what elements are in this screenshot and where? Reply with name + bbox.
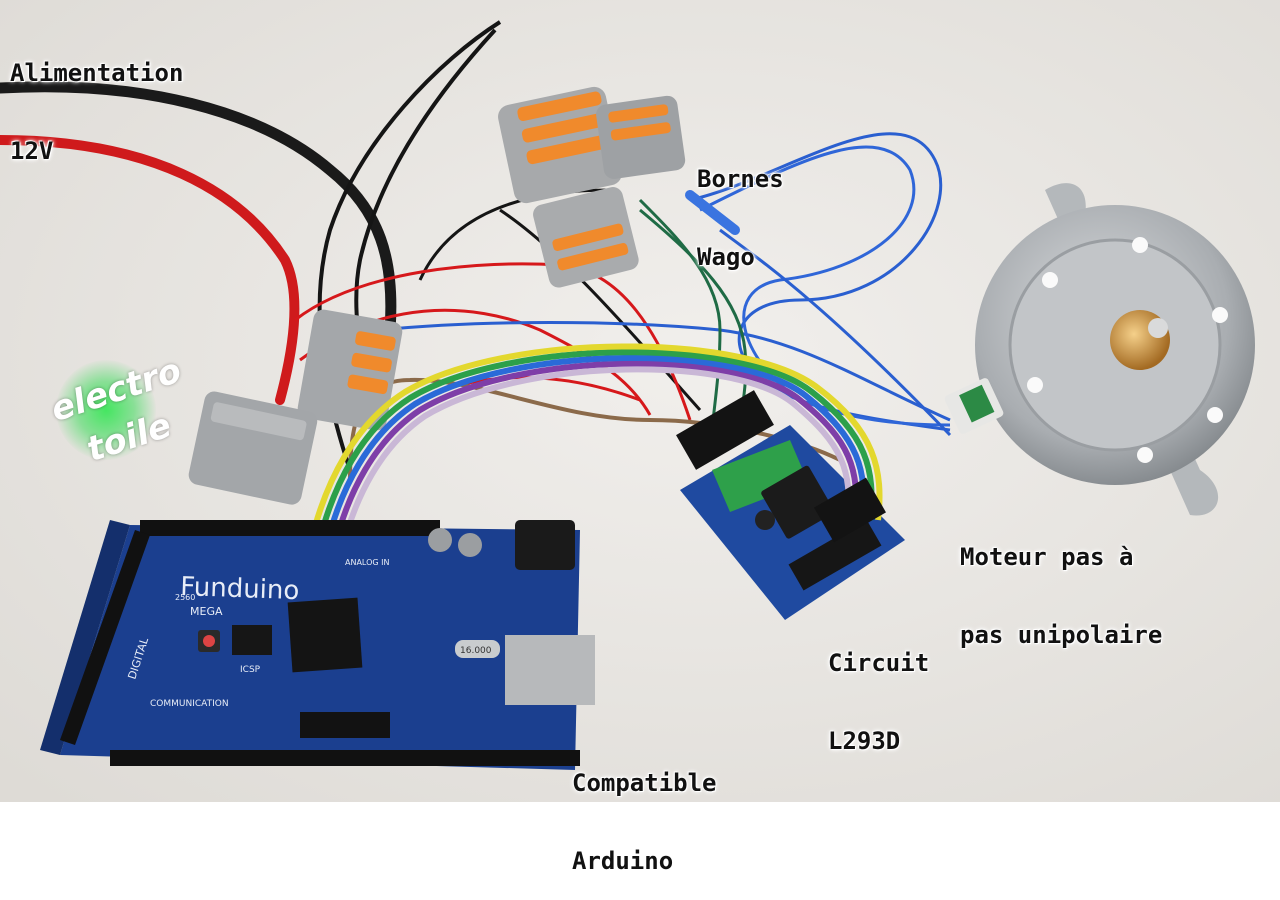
- power-cable-red: [0, 135, 300, 405]
- label-arduino-compatible: Compatible Arduino: [572, 769, 717, 875]
- board-model-text: MEGA: [190, 605, 223, 618]
- l293d-driver-board: [680, 425, 905, 620]
- logo-glow: [56, 360, 156, 460]
- wago-connector-top-1: [498, 86, 622, 204]
- stepper-motor: [944, 183, 1255, 516]
- board-crystal-text: 16.000: [460, 646, 492, 656]
- power-cable-black: [0, 81, 397, 336]
- board-analog-text: ANALOG IN: [345, 558, 390, 567]
- electrotoile-logo: electro toile: [38, 350, 188, 470]
- wago-connector-left-1: [297, 309, 403, 431]
- wago-connector-top-2: [596, 95, 686, 179]
- label-l293d-circuit: Circuit L293D: [828, 649, 930, 755]
- board-communication-text: COMMUNICATION: [150, 699, 229, 709]
- board-icsp-text: ICSP: [240, 665, 261, 675]
- label-wago-terminals: Bornes Wago: [697, 165, 784, 271]
- board-model-number-text: 2560: [175, 593, 195, 602]
- blue-heatshrink: [685, 190, 740, 235]
- photo-scene: Funduino MEGA 2560 DIGITAL COMMUNICATION…: [0, 0, 1280, 802]
- wago-connector-top-3: [533, 187, 639, 288]
- board-brand-text: Funduino: [180, 572, 300, 606]
- label-power-supply: Alimentation 12V: [10, 59, 184, 165]
- wago-connector-left-2: [188, 391, 318, 505]
- arduino-mega-board: Funduino MEGA 2560 DIGITAL COMMUNICATION…: [40, 520, 595, 770]
- label-stepper-motor: Moteur pas à pas unipolaire: [960, 543, 1163, 649]
